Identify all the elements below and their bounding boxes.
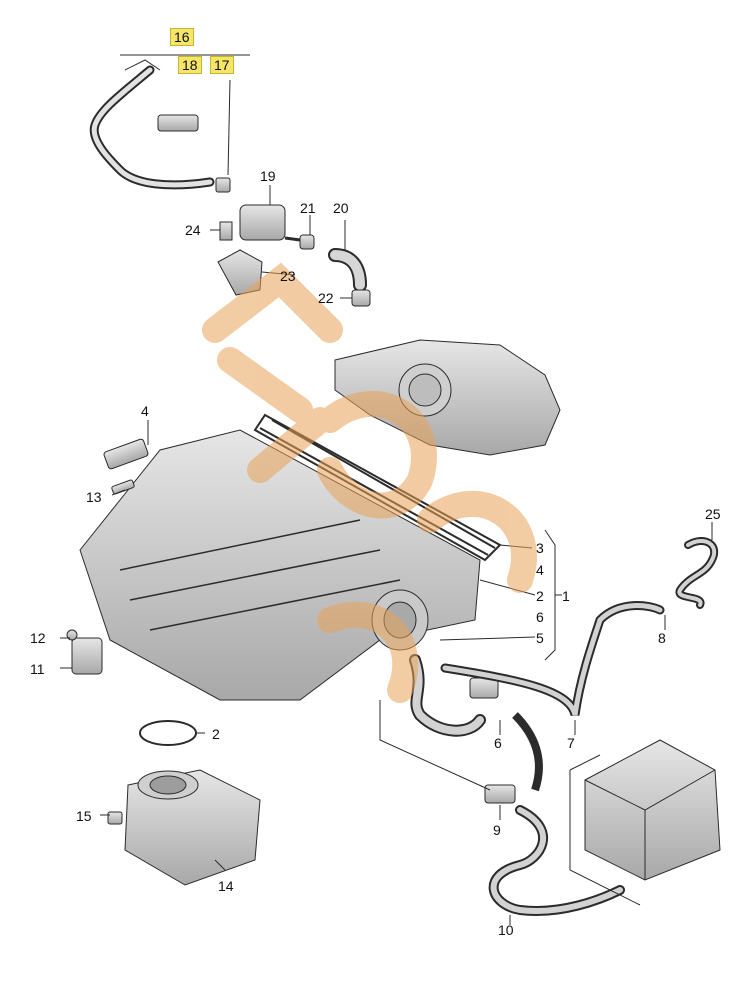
sensor-parts <box>66 438 149 675</box>
vacuum-hoses <box>409 537 719 916</box>
callout-13: 13 <box>86 489 102 505</box>
callout-24: 24 <box>185 222 201 238</box>
callout-2a: 2 <box>212 726 220 742</box>
callout-2b: 2 <box>536 588 544 604</box>
callout-25: 25 <box>705 506 721 522</box>
callout-15: 15 <box>76 808 92 824</box>
callout-4b: 4 <box>536 562 544 578</box>
callout-14: 14 <box>218 878 234 894</box>
callout-21: 21 <box>300 200 316 216</box>
callout-6b: 6 <box>494 735 502 751</box>
callout-22: 22 <box>318 290 334 306</box>
callout-5: 5 <box>536 630 544 646</box>
callout-3: 3 <box>536 540 544 556</box>
callout-9: 9 <box>493 822 501 838</box>
breather-hose-assembly <box>89 54 250 193</box>
callout-8: 8 <box>658 630 666 646</box>
callout-12: 12 <box>30 630 46 646</box>
callout-18: 18 <box>178 56 202 74</box>
throttle-body-group <box>107 720 261 886</box>
valve-cover <box>334 339 561 456</box>
callout-7: 7 <box>567 735 575 751</box>
air-filter-housing <box>569 739 721 906</box>
callout-23: 23 <box>280 268 296 284</box>
pressure-valve-group <box>217 185 371 307</box>
callout-4a: 4 <box>141 403 149 419</box>
callout-10: 10 <box>498 922 514 938</box>
callout-6a: 6 <box>536 609 544 625</box>
callout-17: 17 <box>210 56 234 74</box>
callout-1: 1 <box>562 588 570 604</box>
callout-11: 11 <box>30 661 45 677</box>
callout-20: 20 <box>333 200 349 216</box>
watermark-logo <box>202 262 537 703</box>
callout-16: 16 <box>170 28 194 46</box>
callout-19: 19 <box>260 168 276 184</box>
